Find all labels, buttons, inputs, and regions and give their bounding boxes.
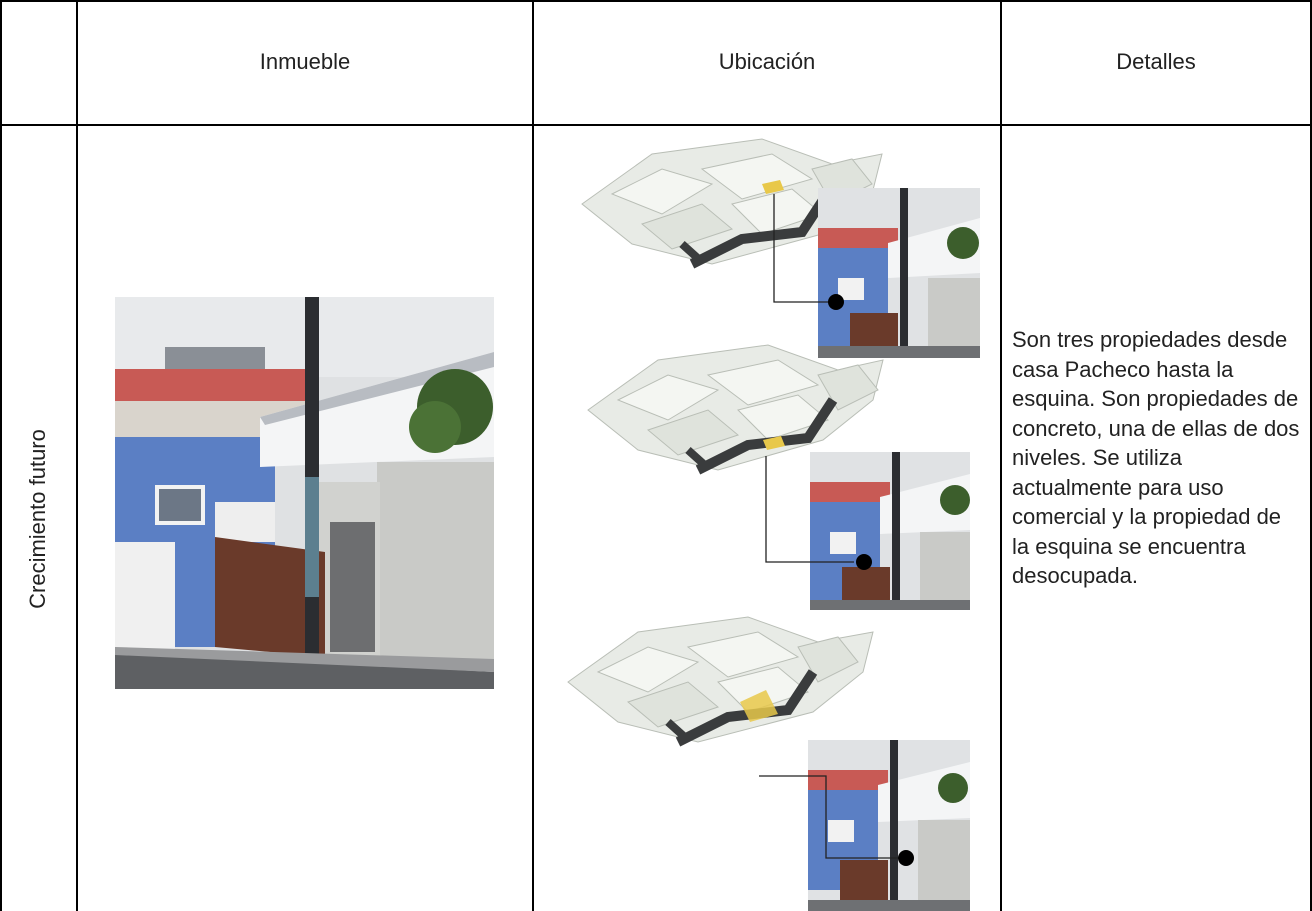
table-border-left [0,0,2,911]
location-map-3 [567,616,874,747]
leader-lines [759,194,914,866]
table-border-right [1310,0,1312,911]
inset-photo-2 [810,452,970,610]
table-border-top [0,0,1312,2]
inset-photo-3 [808,740,970,911]
location-map-2 [587,344,884,475]
row-label: Crecimiento futuro [25,428,50,609]
leader-line-2 [765,456,854,563]
leader-line-1 [773,194,834,303]
property-photo [115,297,494,689]
marker-dot-3 [898,850,914,866]
details-text: Son tres propiedades desde casa Pacheco … [1012,327,1300,588]
row-label-cell: Crecimiento futuro [0,126,76,911]
table-divider-2 [532,0,534,911]
header-detalles: Detalles [1116,49,1196,74]
inset-photo-1 [818,188,980,358]
leader-line-3 [759,775,902,859]
marker-dot-2 [856,554,872,570]
header-inmueble: Inmueble [259,49,351,74]
header-ubicacion: Ubicación [718,49,816,74]
location-map-1 [581,138,883,269]
table-border-header-bottom [0,124,1312,126]
table-divider-3 [1000,0,1002,911]
marker-dot-1 [828,294,844,310]
table-divider-1 [76,0,78,911]
